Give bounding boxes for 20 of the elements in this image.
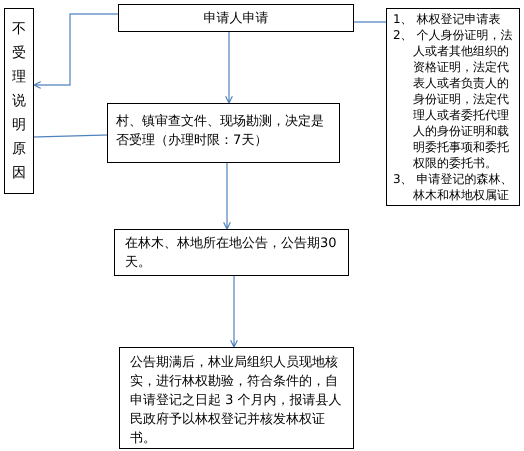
process-box: [118, 4, 354, 32]
result-box: [4, 8, 34, 194]
list-item: 1、 林权登记申请表: [393, 11, 502, 27]
connector-line: [354, 21, 386, 23]
connector-line: [34, 134, 108, 138]
arrow: [225, 32, 233, 104]
list-item: 2、 个人身份证明，法人或者其他组织的资格证明，法定代表人或者负责人的身份证明，法定代理人或者委托代理人的身份证明和载明委托事项和委托权限的委托书。: [393, 27, 514, 171]
vertical-label: 不受理说明原因: [12, 20, 26, 183]
process-box: [119, 347, 354, 449]
box-text: 村、镇审查文件、现场勘测，决定是否受理（办理时限：7天）: [116, 113, 325, 150]
document-list-box: [386, 8, 520, 206]
box-text: 公告期满后，林业局组织人员现地核实，进行林权勘验，符合条件的，自申请登记之日起 3 个月内，报请县人民政府予以林权登记并核发林权证书。: [130, 354, 343, 448]
box-text: 在林木、林地所在地公告，公告期30天。: [125, 235, 338, 272]
arrow: [33, 13, 118, 89]
process-box: [114, 229, 349, 276]
box-text: 申请人申请: [202, 10, 270, 28]
list-item: 3、 申请登记的森林、林木和林地权属证: [393, 171, 514, 203]
process-box: [107, 103, 340, 163]
arrow: [230, 276, 238, 348]
arrow: [223, 163, 231, 230]
